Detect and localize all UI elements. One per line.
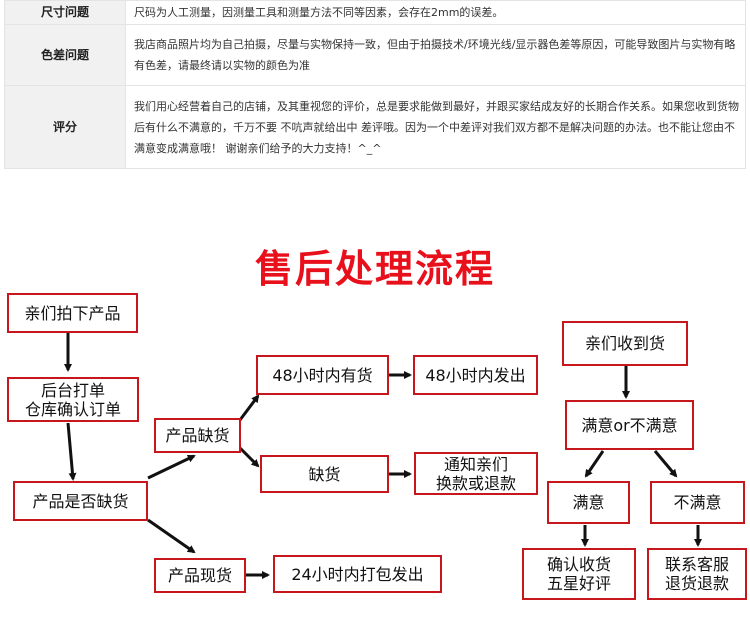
node-ship-24h: 24小时内打包发出 xyxy=(273,555,442,593)
node-check-stock: 产品是否缺货 xyxy=(13,481,148,521)
node-notify: 通知亲们 换款或退款 xyxy=(414,452,538,495)
flow-title-text: 售后处理流程 xyxy=(254,247,495,291)
info-label: 色差问题 xyxy=(4,24,126,86)
arrow-confirm-check xyxy=(66,422,77,481)
node-received: 亲们收到货 xyxy=(562,321,688,366)
info-text: 我们用心经营着自己的店铺，及其重视您的评价，总是要求能做到最好，并跟买家结成友好… xyxy=(125,85,746,169)
arrow-satisfy-satisfied xyxy=(584,450,605,478)
node-satisfied-or-not: 满意or不满意 xyxy=(565,400,694,450)
node-contact: 联系客服 退货退款 xyxy=(647,548,747,600)
node-in-stock: 产品现货 xyxy=(154,558,246,593)
arrow-outofstock-has48 xyxy=(238,394,260,421)
info-table: 尺寸问题 尺码为人工测量，因测量工具和测量方法不同等因素，会存在2mm的误差。 … xyxy=(4,0,746,169)
info-row-color: 色差问题 我店商品照片均为自己拍摄，尽量与实物保持一致，但由于拍摄技术/环境光线… xyxy=(4,24,746,86)
info-label: 尺寸问题 xyxy=(4,0,126,25)
node-has-48h: 48小时内有货 xyxy=(256,355,389,395)
info-row-size: 尺寸问题 尺码为人工测量，因测量工具和测量方法不同等因素，会存在2mm的误差。 xyxy=(4,0,746,25)
node-five-star: 确认收货 五星好评 xyxy=(522,548,636,600)
flow-title: 售后处理流程 xyxy=(0,238,750,293)
info-text: 我店商品照片均为自己拍摄，尽量与实物保持一致，但由于拍摄技术/环境光线/显示器色… xyxy=(125,24,746,86)
info-row-rating: 评分 我们用心经营着自己的店铺，及其重视您的评价，总是要求能做到最好，并跟买家结… xyxy=(4,85,746,169)
node-satisfied: 满意 xyxy=(547,481,630,524)
arrow-check-outofstock xyxy=(147,454,196,480)
node-unsatisfied: 不满意 xyxy=(650,481,745,524)
node-order: 亲们拍下产品 xyxy=(7,293,138,333)
arrow-outofstock-missing xyxy=(238,446,260,468)
arrow-satisfy-unsatisfied xyxy=(653,450,678,478)
info-label: 评分 xyxy=(4,85,126,169)
node-confirm: 后台打单 仓库确认订单 xyxy=(7,377,139,422)
info-text: 尺码为人工测量，因测量工具和测量方法不同等因素，会存在2mm的误差。 xyxy=(125,0,746,25)
node-out-of-stock: 产品缺货 xyxy=(154,418,241,453)
arrow-check-instock xyxy=(147,518,196,554)
node-ship-48h: 48小时内发出 xyxy=(413,355,538,395)
node-missing: 缺货 xyxy=(260,455,389,493)
